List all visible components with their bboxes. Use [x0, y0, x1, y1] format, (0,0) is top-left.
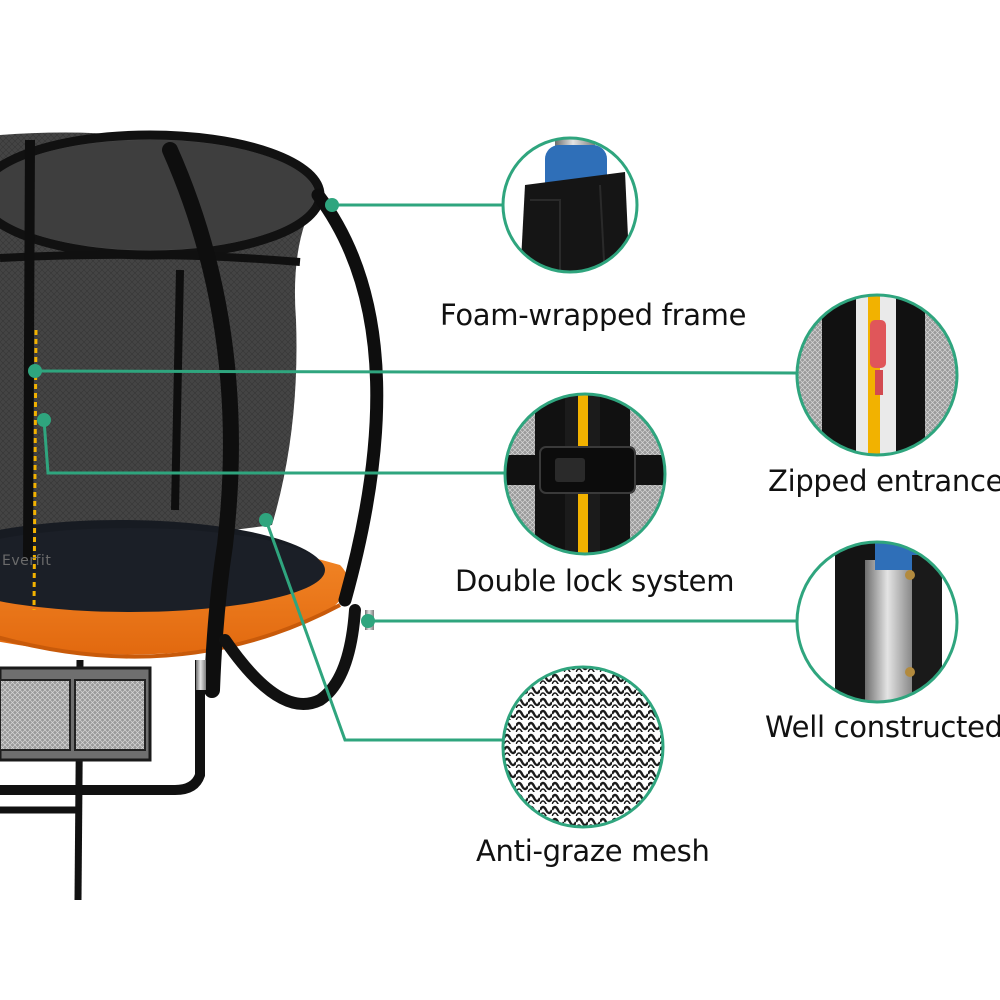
anchor-dot [259, 513, 273, 527]
connector-zipped [34, 369, 798, 375]
enclosure-pole [311, 188, 384, 607]
trampoline [0, 130, 384, 901]
mesh-net-detail-icon [501, 665, 665, 829]
feature-label-foam-wrapped-frame: Foam-wrapped frame [440, 298, 747, 332]
anchor-dot [361, 614, 375, 628]
connector-lines [34, 203, 798, 742]
feature-label-double-lock-system: Double lock system [455, 564, 735, 598]
enclosure-pole [23, 139, 35, 561]
foam-padding-detail-icon [501, 136, 639, 274]
trampoline-leg [219, 604, 361, 710]
steel-pole-detail-icon [795, 540, 959, 704]
connector-double [42, 419, 505, 475]
feature-label-anti-graze-mesh: Anti-graze mesh [476, 834, 710, 868]
feature-label-zipped-entrance: Zipped entrance [768, 464, 1000, 498]
buckle-lock-detail-icon [503, 392, 667, 556]
enclosure-pole [162, 142, 239, 698]
anchor-dot [325, 198, 339, 212]
anchor-dot [28, 364, 42, 378]
anchor-dot [37, 413, 51, 427]
brand-mark: Everfit [2, 553, 52, 569]
connector-mesh [264, 519, 503, 742]
feature-label-well-constructed: Well constructed [765, 710, 1000, 744]
zipper-detail-icon [795, 293, 959, 457]
